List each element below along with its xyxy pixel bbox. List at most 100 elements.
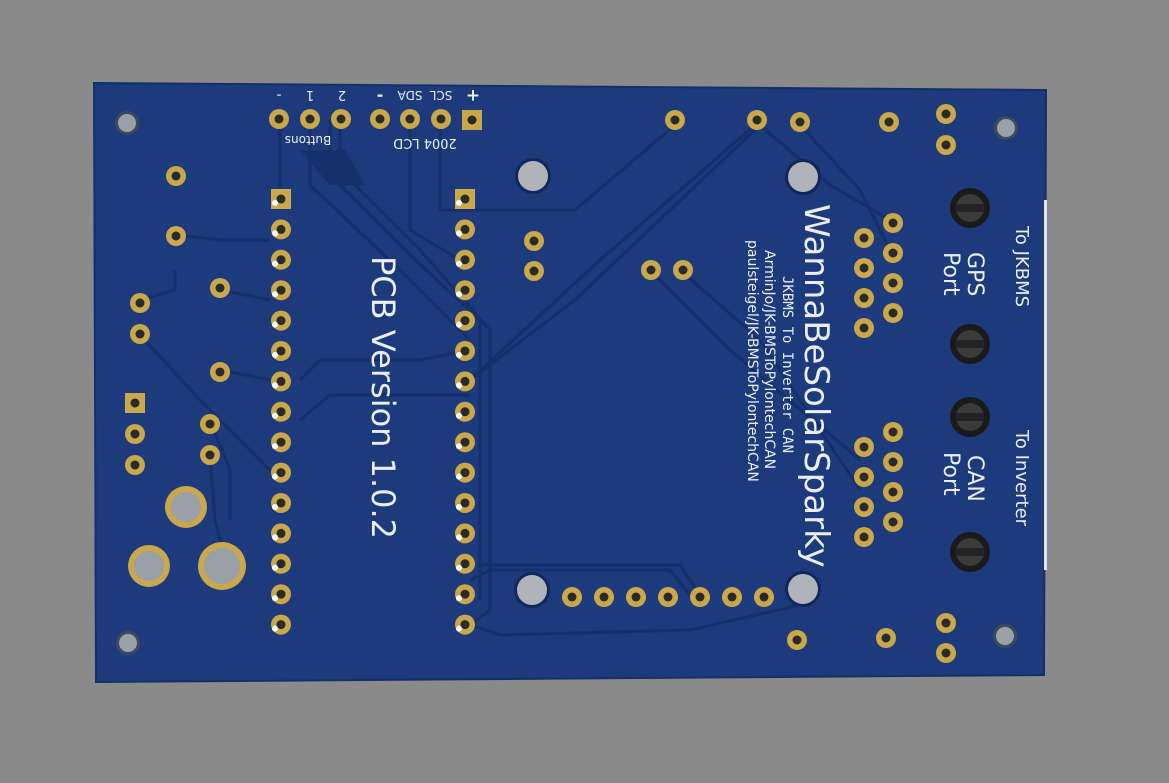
pin1-marker xyxy=(456,564,462,571)
pad-hole xyxy=(305,114,315,124)
pad-hole xyxy=(460,316,470,326)
can-port-label-line1: CAN xyxy=(962,455,987,502)
pin1-marker xyxy=(272,230,278,237)
pad-hole xyxy=(274,114,284,124)
pad-hole xyxy=(135,329,145,339)
pad-hole xyxy=(678,265,688,275)
pad-hole xyxy=(670,115,680,125)
pin1-marker xyxy=(456,382,462,389)
pad-hole xyxy=(888,308,898,318)
gps-port-label-line2: Port xyxy=(938,252,963,296)
pad-hole xyxy=(567,592,577,602)
pad-hole xyxy=(276,224,286,234)
pin1-marker xyxy=(456,595,462,602)
pad-hole xyxy=(884,117,894,127)
right-pin-header xyxy=(455,189,475,635)
pad-hole xyxy=(695,592,705,602)
pin1-marker xyxy=(456,412,462,419)
label-scl: SCL xyxy=(429,88,452,102)
pin1-marker xyxy=(456,534,462,541)
pin1-marker xyxy=(456,443,462,450)
pad-hole xyxy=(859,472,869,482)
ground-trace xyxy=(300,150,365,185)
pcb-board xyxy=(92,81,1048,684)
pad-hole xyxy=(276,589,286,599)
pad-hole xyxy=(941,618,951,628)
pad-hole xyxy=(759,592,769,602)
can-port-label-line2: Port xyxy=(938,452,963,496)
board-edge-highlight xyxy=(1044,200,1047,570)
gps-port-label-line1: GPS xyxy=(962,252,987,296)
label-buttons: Buttons xyxy=(285,133,331,147)
traces xyxy=(138,120,892,637)
pad-hole xyxy=(460,437,470,447)
pin1-marker xyxy=(272,473,278,480)
pad-hole xyxy=(276,346,286,356)
pad-hole xyxy=(881,633,891,643)
credit-arminjo: ArminJo/JK-BMSToPylontechCAN xyxy=(761,250,777,469)
pad-hole xyxy=(727,592,737,602)
pin1-marker xyxy=(456,321,462,328)
pad-hole xyxy=(215,283,225,293)
pad-hole xyxy=(663,592,673,602)
pin1-marker xyxy=(272,412,278,419)
pad-hole xyxy=(276,468,286,478)
pad-hole xyxy=(375,114,385,124)
pad-hole xyxy=(405,114,415,124)
pad-hole xyxy=(941,648,951,658)
pad-hole xyxy=(631,592,641,602)
pad-hole xyxy=(276,620,286,630)
pin1-marker xyxy=(272,443,278,450)
pad-hole xyxy=(888,218,898,228)
credit-paulsteigel: paulsteigel/JK-BMSToPylontechCAN xyxy=(744,240,760,482)
pad-hole xyxy=(460,498,470,508)
pad-hole xyxy=(460,468,470,478)
pad-hole xyxy=(276,498,286,508)
pin1-marker xyxy=(456,625,462,632)
pad-hole xyxy=(460,559,470,569)
pad-hole xyxy=(941,109,951,119)
pad-hole xyxy=(276,407,286,417)
pad-hole xyxy=(276,194,286,204)
pad-hole xyxy=(888,517,898,527)
label-minus-left: - xyxy=(276,87,281,103)
pad-hole xyxy=(460,194,470,204)
bottom-header-pads xyxy=(562,587,774,607)
header-labels: - 1 2 - SDA SCL + Buttons 2004 LCD xyxy=(276,85,480,150)
pad-hole xyxy=(859,263,869,273)
pin1-marker xyxy=(272,595,278,602)
label-one: 1 xyxy=(306,87,314,102)
pin1-marker xyxy=(272,321,278,328)
pin1-marker xyxy=(272,564,278,571)
pad-hole xyxy=(215,367,225,377)
to-inverter-label: To Inverter xyxy=(1011,429,1032,527)
pad-hole xyxy=(460,224,470,234)
pad-hole xyxy=(276,559,286,569)
pin1-marker xyxy=(456,473,462,480)
pad-hole xyxy=(792,635,802,645)
pad-hole xyxy=(859,293,869,303)
pad-hole xyxy=(888,487,898,497)
pad-hole xyxy=(529,236,539,246)
pin1-marker xyxy=(272,352,278,358)
pad-hole xyxy=(599,592,609,602)
pad-hole xyxy=(752,115,762,125)
pad-hole xyxy=(888,427,898,437)
pad-hole xyxy=(460,620,470,630)
pad-hole xyxy=(460,528,470,538)
pad-hole xyxy=(941,140,951,150)
pad-hole xyxy=(205,450,215,460)
pad-hole xyxy=(795,117,805,127)
pin1-marker xyxy=(272,382,278,389)
pad-hole xyxy=(888,457,898,467)
pad-hole xyxy=(336,114,346,124)
pad-hole xyxy=(467,115,477,125)
pad-hole xyxy=(859,233,869,243)
pin1-marker xyxy=(456,230,462,237)
pad-hole xyxy=(276,437,286,447)
label-plus: + xyxy=(466,85,480,105)
pin1-marker xyxy=(456,504,462,510)
left-pin-header xyxy=(271,189,291,635)
pad-hole xyxy=(859,323,869,333)
